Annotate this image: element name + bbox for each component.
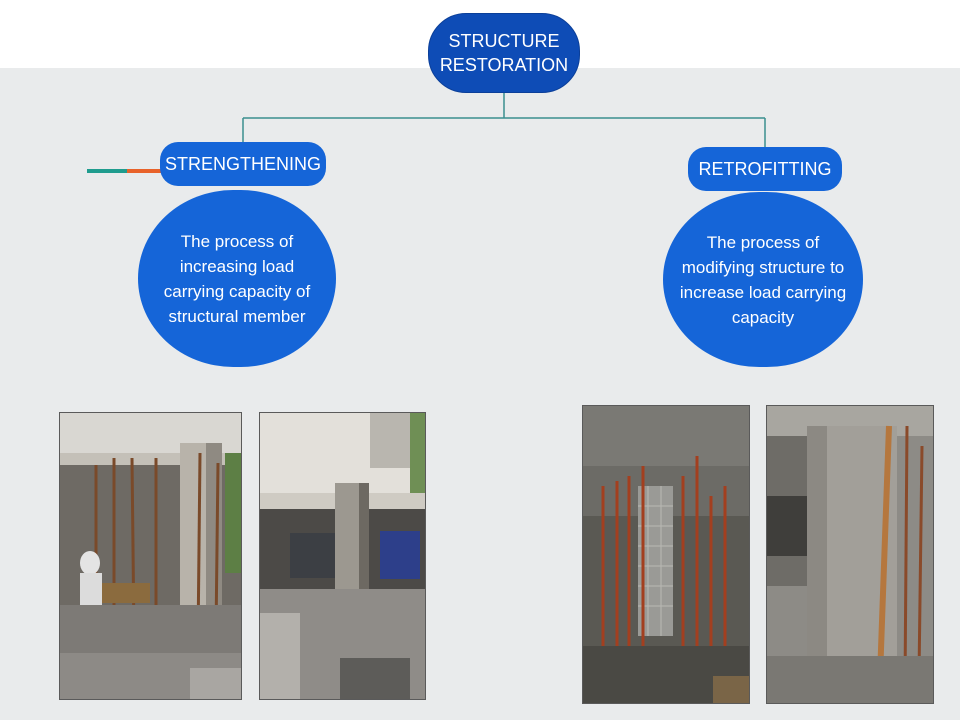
definition-line: capacity: [731, 307, 795, 327]
root-node: STRUCTURE RESTORATION: [428, 13, 580, 93]
definition-line: modifying structure to: [681, 257, 845, 277]
root-label: STRUCTURE RESTORATION: [439, 31, 569, 75]
strengthening-photo-2: [259, 412, 426, 700]
retrofitting-node: RETROFITTING: [688, 147, 842, 191]
retrofitting-photo-2: [766, 405, 934, 704]
strengthening-label: STRENGTHENING: [164, 153, 321, 174]
retrofitting-definition: The process of modifying structure to in…: [663, 192, 863, 367]
definition-line: The process of: [706, 232, 820, 252]
strengthening-node: STRENGTHENING: [160, 142, 326, 186]
retrofitting-photo-1: [582, 405, 750, 704]
accent-line-teal: [87, 169, 127, 173]
definition-line: The process of: [180, 231, 294, 251]
definition-line: structural member: [168, 306, 306, 326]
definition-line: increasing load: [179, 256, 295, 276]
definition-line: carrying capacity of: [163, 281, 311, 301]
strengthening-photo-1: [59, 412, 242, 700]
strengthening-definition: The process of increasing load carrying …: [138, 190, 336, 367]
accent-line-orange: [127, 169, 163, 173]
definition-line: increase load carrying: [679, 282, 847, 302]
retrofitting-label: RETROFITTING: [698, 158, 832, 179]
